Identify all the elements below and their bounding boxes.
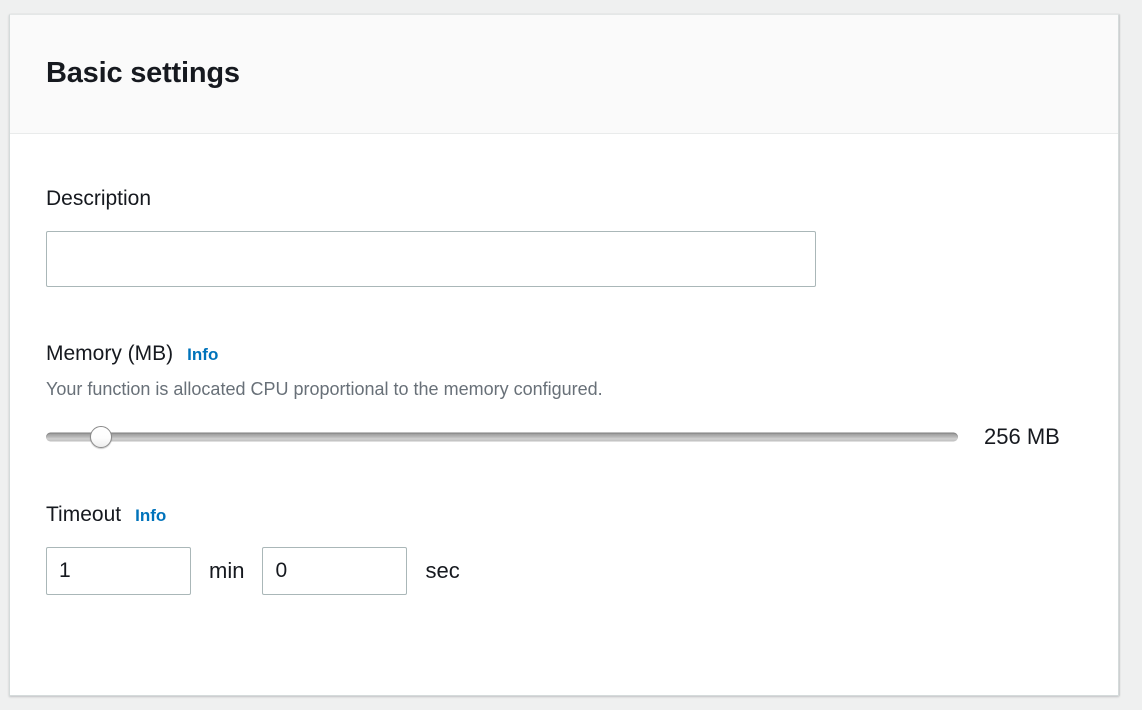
card-body: Description Memory (MB) Info Your functi… <box>10 134 1118 596</box>
timeout-minutes-input[interactable] <box>46 547 191 596</box>
timeout-inputs-row: min sec <box>46 547 1082 596</box>
basic-settings-card: Basic settings Description Memory (MB) I… <box>9 14 1119 696</box>
page-title: Basic settings <box>46 57 240 90</box>
timeout-minutes-unit: min <box>209 558 245 584</box>
memory-slider-row: 256 MB <box>46 424 1082 450</box>
memory-label-text: Memory (MB) <box>46 342 174 366</box>
description-input[interactable] <box>46 231 816 288</box>
memory-value-label: 256 MB <box>984 423 1060 449</box>
timeout-seconds-unit: sec <box>425 558 460 584</box>
slider-thumb[interactable] <box>89 425 112 448</box>
memory-field: Memory (MB) Info Your function is alloca… <box>46 341 1082 450</box>
description-field: Description <box>46 186 1082 288</box>
timeout-field: Timeout Info min sec <box>46 502 1082 596</box>
timeout-label: Timeout Info <box>46 502 1082 528</box>
description-label-text: Description <box>46 187 152 210</box>
memory-label: Memory (MB) Info <box>46 341 1082 367</box>
memory-info-link[interactable]: Info <box>187 345 219 365</box>
memory-slider[interactable] <box>46 425 958 449</box>
description-input-row <box>46 231 1082 288</box>
description-label: Description <box>46 186 1082 212</box>
timeout-seconds-input[interactable] <box>262 547 408 596</box>
card-header: Basic settings <box>10 15 1118 134</box>
timeout-info-link[interactable]: Info <box>135 505 167 525</box>
timeout-label-text: Timeout <box>46 502 122 526</box>
memory-help-text: Your function is allocated CPU proportio… <box>46 378 603 399</box>
slider-track[interactable] <box>46 432 958 442</box>
